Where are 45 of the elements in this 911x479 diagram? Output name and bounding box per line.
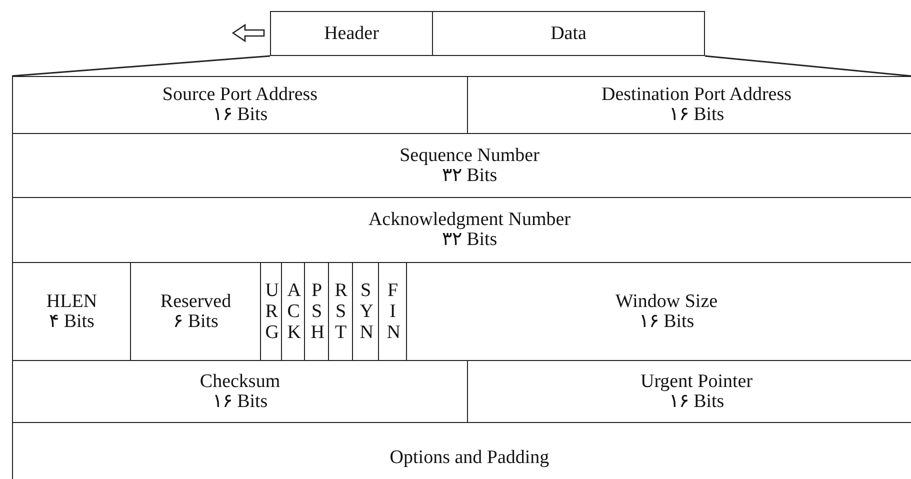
field-label: Data [550,24,586,44]
flag-letters: U R G [265,280,278,344]
flag-cell [352,262,380,362]
field-name: Reserved [160,292,232,312]
expansion-line [12,55,270,77]
expansion-line [704,55,911,77]
flag-cell [328,262,354,362]
data-box [432,11,705,56]
bit-count: ۱۶ Bits [212,392,268,412]
field-name: Source Port Address [162,85,318,106]
field-label: Header [324,24,379,44]
field-label: Options and Padding [390,448,550,468]
bit-count: ۱۶ Bits [638,312,694,332]
flag-cell [304,262,330,362]
bit-count: ۳۲ Bits [442,166,498,186]
field-cell [406,262,911,362]
field-cell [12,133,911,198]
flag-letters: S Y N [360,280,372,344]
flag-letters: F I N [386,280,399,344]
flag-letters: P S H [310,280,323,344]
flag-cell [281,262,306,362]
flag-cell [378,262,408,362]
bit-count: ۳۲ Bits [442,230,498,250]
field-name: Checksum [200,372,280,392]
flag-letters: A C K [287,280,300,344]
bit-count: ۴ Bits [49,312,94,332]
field-cell [12,422,911,479]
arrow [232,24,265,42]
field-name: HLEN [46,292,98,312]
field-name: Urgent Pointer [640,372,753,392]
field-cell [12,197,911,264]
field-cell [12,360,468,424]
bit-count: ۱۶ Bits [668,105,724,126]
bit-count: ۱۶ Bits [212,105,268,126]
bit-count: ۱۶ Bits [668,392,724,412]
flag-letters: R S T [334,280,347,344]
bit-count: ۶ Bits [173,312,218,332]
field-cell [12,76,468,134]
field-cell [12,262,132,362]
header-box [270,11,433,56]
field-name: Window Size [615,292,718,312]
field-cell [130,262,262,362]
field-name: Sequence Number [400,146,540,166]
field-name: Destination Port Address [602,85,792,106]
field-name: Acknowledgment Number [368,210,571,230]
